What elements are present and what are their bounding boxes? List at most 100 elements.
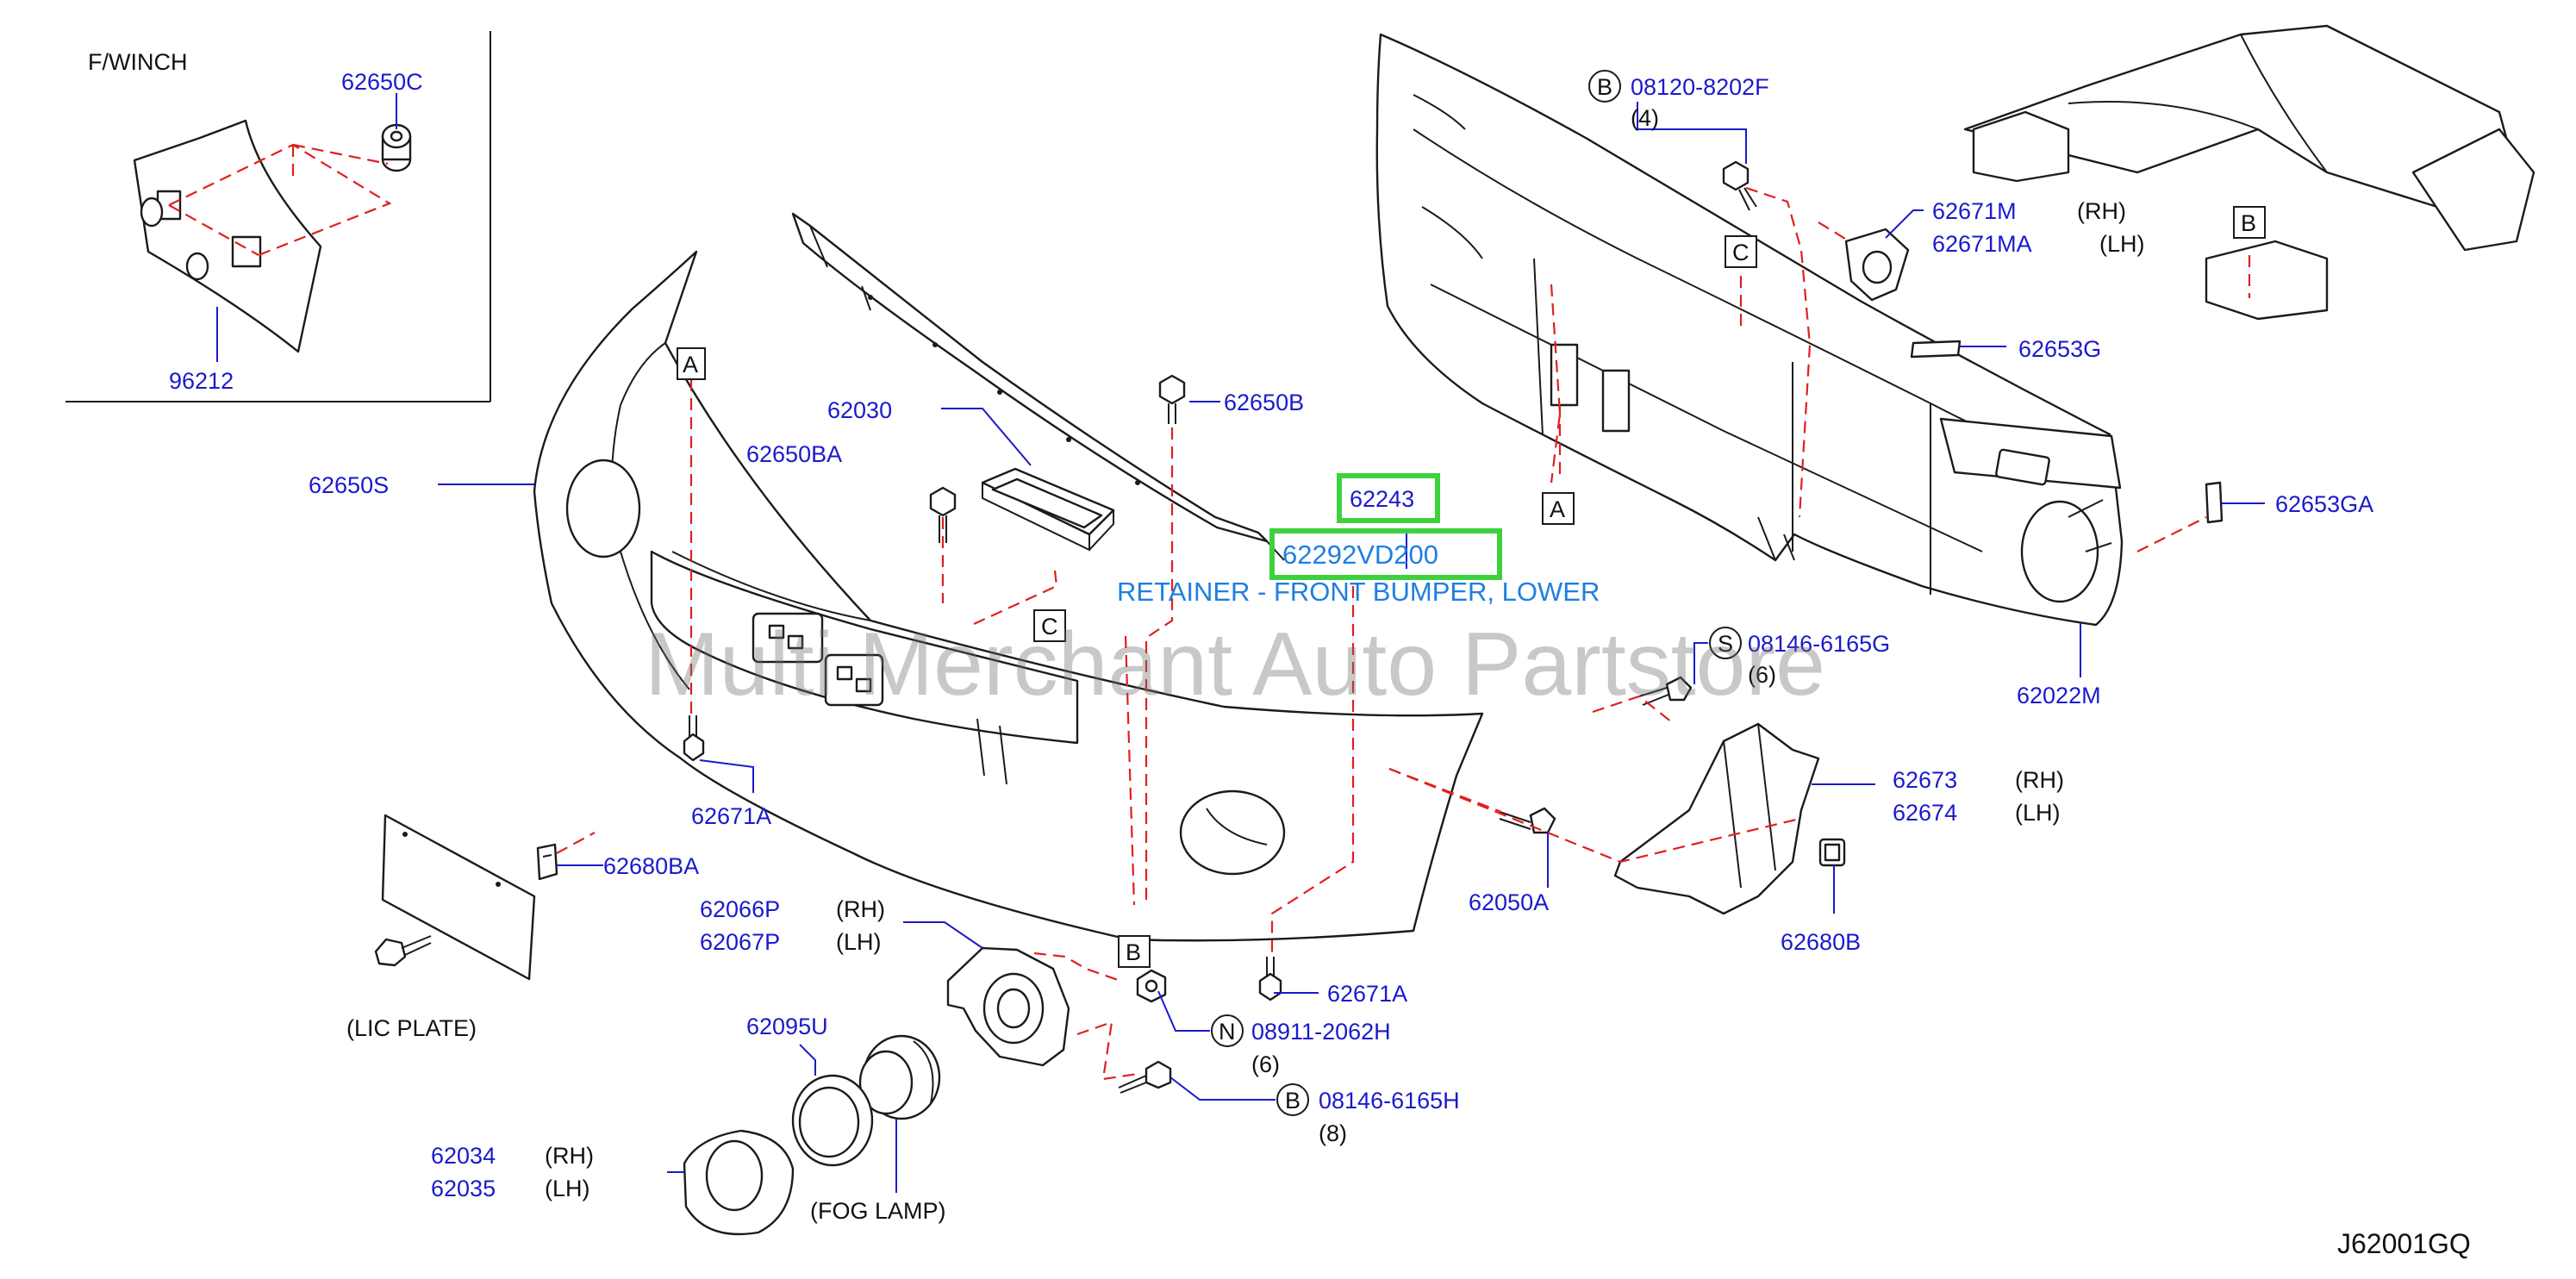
callout-08146-6165G[interactable]: 08146-6165G bbox=[1748, 631, 1890, 657]
clip-62680B[interactable] bbox=[1818, 838, 1846, 867]
frame-fog-opening bbox=[2020, 500, 2099, 603]
fastener-62671A-top[interactable] bbox=[683, 715, 705, 762]
qualifier-lh: (LH) bbox=[836, 929, 882, 955]
bracket-62671M[interactable] bbox=[1844, 228, 1910, 302]
highlight-62243[interactable]: 62243 bbox=[1337, 473, 1440, 523]
inset-title: F/WINCH bbox=[88, 49, 187, 75]
callout-62066P[interactable]: 62066P bbox=[700, 896, 780, 922]
svg-text:B: B bbox=[1597, 74, 1612, 100]
pad-62653G[interactable] bbox=[1910, 340, 1962, 359]
callout-62030[interactable]: 62030 bbox=[827, 397, 892, 423]
front-bumper-fascia bbox=[533, 250, 1484, 942]
qualifier-qty-6: (6) bbox=[1251, 1051, 1280, 1077]
gasket-62095U[interactable] bbox=[791, 1074, 874, 1167]
fascia-fog-opening-left bbox=[565, 459, 641, 558]
callout-62680BA[interactable]: 62680BA bbox=[603, 853, 699, 879]
qualifier-rh: (RH) bbox=[2077, 198, 2126, 224]
svg-text:B: B bbox=[1285, 1088, 1300, 1114]
circle-b-08120: B bbox=[1588, 70, 1621, 103]
qualifier-lh: (LH) bbox=[2099, 231, 2145, 257]
callout-08911-2062H[interactable]: 08911-2062H bbox=[1251, 1019, 1391, 1045]
circle-s-08146: S bbox=[1709, 627, 1742, 659]
callout-62050A[interactable]: 62050A bbox=[1469, 889, 1549, 915]
callout-96212[interactable]: 96212 bbox=[169, 368, 234, 394]
qualifier-rh: (RH) bbox=[545, 1143, 594, 1169]
callout-62671M[interactable]: 62671M bbox=[1932, 198, 2017, 224]
callout-62022M[interactable]: 62022M bbox=[2017, 683, 2101, 708]
callout-62671A-bottom[interactable]: 62671A bbox=[1327, 981, 1407, 1007]
callout-62680B[interactable]: 62680B bbox=[1781, 929, 1861, 955]
svg-text:B: B bbox=[2241, 210, 2256, 236]
svg-text:S: S bbox=[1718, 631, 1733, 657]
highlighted-part-description: RETAINER - FRONT BUMPER, LOWER bbox=[1117, 577, 1600, 607]
callout-62650BA[interactable]: 62650BA bbox=[746, 441, 842, 467]
callout-62673[interactable]: 62673 bbox=[1893, 767, 1957, 793]
qualifier-rh: (RH) bbox=[836, 896, 885, 922]
fog-lamp-assembly bbox=[683, 946, 1172, 1236]
callout-62034[interactable]: 62034 bbox=[431, 1143, 496, 1169]
side-bracket-62673[interactable] bbox=[1613, 722, 1820, 915]
callout-62674[interactable]: 62674 bbox=[1893, 800, 1957, 826]
svg-text:N: N bbox=[1219, 1019, 1236, 1045]
frame-side-rails bbox=[1963, 24, 2535, 321]
callout-62671MA[interactable]: 62671MA bbox=[1932, 231, 2032, 257]
ref-box-b-mid: B bbox=[1118, 935, 1151, 968]
qualifier-qty-6: (6) bbox=[1748, 662, 1776, 688]
lic-plate-label: (LIC PLATE) bbox=[346, 1015, 477, 1041]
screw-08146-6165G[interactable] bbox=[1638, 676, 1693, 706]
ref-box-c-frame: C bbox=[1725, 235, 1757, 268]
pad-62653GA[interactable] bbox=[2205, 481, 2224, 524]
screw-62050A[interactable] bbox=[1499, 807, 1556, 834]
plate-screw bbox=[374, 935, 432, 967]
plate-hole-upper bbox=[140, 197, 164, 228]
winch-bracket-plate bbox=[133, 119, 322, 353]
plate-slot-lower bbox=[231, 235, 262, 268]
clip-62680BA[interactable] bbox=[536, 843, 558, 881]
bumper-frame-62022M[interactable] bbox=[1375, 33, 2124, 627]
callout-08146-6165H[interactable]: 08146-6165H bbox=[1319, 1088, 1460, 1114]
license-plate-bracket bbox=[374, 814, 596, 981]
callout-62671A-top[interactable]: 62671A bbox=[691, 803, 771, 829]
ref-box-c-mid: C bbox=[1033, 609, 1066, 642]
nut-08911[interactable] bbox=[1136, 969, 1167, 1003]
ref-box-b-rail: B bbox=[2233, 206, 2266, 239]
fog-lamp-label: (FOG LAMP) bbox=[810, 1198, 946, 1224]
qualifier-rh: (RH) bbox=[2015, 767, 2064, 793]
callout-62650B[interactable]: 62650B bbox=[1224, 390, 1304, 415]
callout-62653GA[interactable]: 62653GA bbox=[2275, 491, 2373, 517]
qualifier-qty-8: (8) bbox=[1319, 1120, 1347, 1146]
bumper-fascia-body bbox=[533, 250, 1484, 942]
callout-62035[interactable]: 62035 bbox=[431, 1176, 496, 1201]
ref-box-a-frame: A bbox=[1542, 492, 1575, 525]
callout-62095U[interactable]: 62095U bbox=[746, 1014, 828, 1039]
qualifier-lh: (LH) bbox=[545, 1176, 590, 1201]
watermark: Multi Merchant Auto Partstore bbox=[645, 615, 1825, 714]
ref-box-a-top: A bbox=[677, 347, 706, 380]
bolt-08146-6165H[interactable] bbox=[1118, 1060, 1172, 1094]
callout-62243[interactable]: 62243 bbox=[1350, 486, 1414, 512]
qualifier-qty-4: (4) bbox=[1631, 105, 1659, 131]
winch-inset: F/WINCH 62650C 96212 bbox=[65, 31, 491, 402]
fastener-62650B[interactable] bbox=[1158, 374, 1186, 424]
collar-62650C[interactable] bbox=[381, 123, 412, 172]
callout-62653G[interactable]: 62653G bbox=[2018, 336, 2101, 362]
fog-lamp bbox=[858, 1034, 941, 1120]
circle-b-08146h: B bbox=[1276, 1083, 1309, 1116]
callout-08120-8202F[interactable]: 08120-8202F bbox=[1631, 74, 1769, 100]
bolt-08120-8202F[interactable] bbox=[1722, 160, 1757, 211]
fastener-62650BA[interactable] bbox=[929, 486, 957, 543]
callout-62650S[interactable]: 62650S bbox=[309, 472, 389, 498]
callout-62067P[interactable]: 62067P bbox=[700, 929, 780, 955]
svg-text:A: A bbox=[1550, 496, 1565, 522]
svg-text:A: A bbox=[683, 352, 698, 377]
diagram-code: J62001GQ bbox=[2337, 1228, 2471, 1259]
fog-bezel-62034[interactable] bbox=[683, 1129, 795, 1236]
circle-n-08911: N bbox=[1211, 1014, 1244, 1047]
retainer-62030[interactable] bbox=[981, 467, 1115, 552]
svg-text:C: C bbox=[1041, 614, 1058, 640]
callout-62650C[interactable]: 62650C bbox=[341, 69, 423, 95]
highlighted-part-number[interactable]: 62292VD200 bbox=[1282, 540, 1438, 570]
plate-hole-lower bbox=[185, 252, 209, 281]
highlight-62292VD200[interactable]: 62292VD200 bbox=[1269, 528, 1502, 580]
